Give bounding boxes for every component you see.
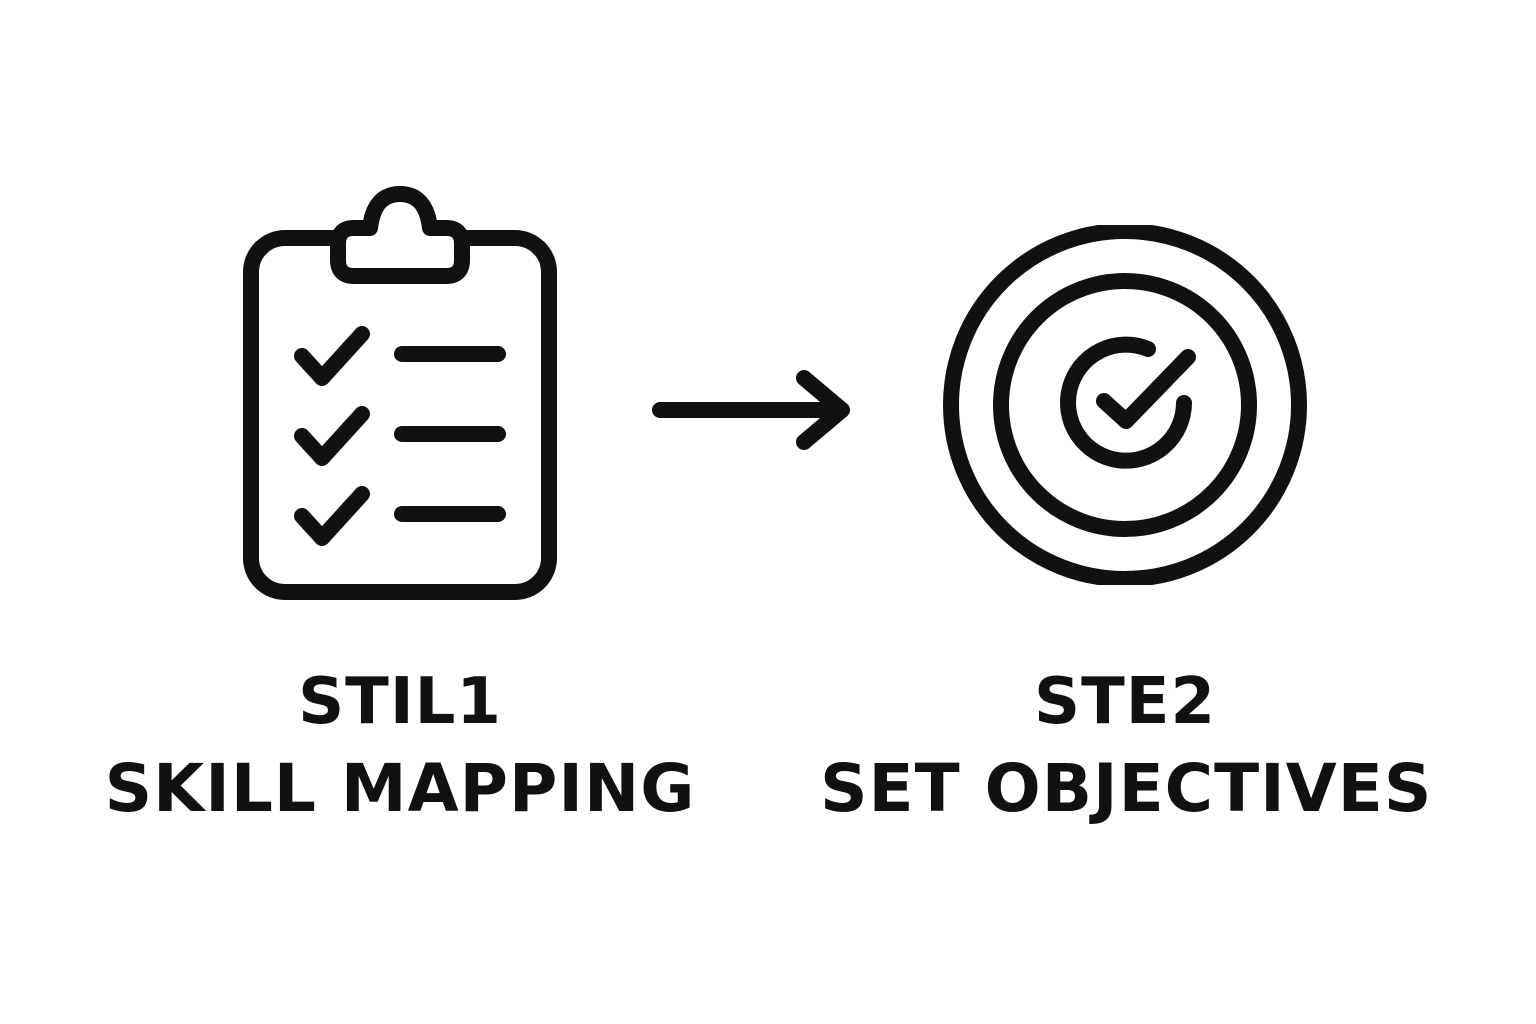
clipboard-checklist-icon: [243, 186, 557, 600]
step-1-number: STIL1: [298, 665, 502, 739]
step-1-label: STIL1 SKILL MAPPING: [100, 666, 700, 826]
step-1-title: SKILL MAPPING: [104, 750, 696, 827]
step-2-title: SET OBJECTIVES: [820, 750, 1433, 827]
step-2-number: STE2: [1034, 665, 1216, 739]
step-2-label: STE2 SET OBJECTIVES: [820, 665, 1433, 827]
target-check-icon: [943, 225, 1307, 585]
arrow-right-icon: [652, 370, 850, 450]
